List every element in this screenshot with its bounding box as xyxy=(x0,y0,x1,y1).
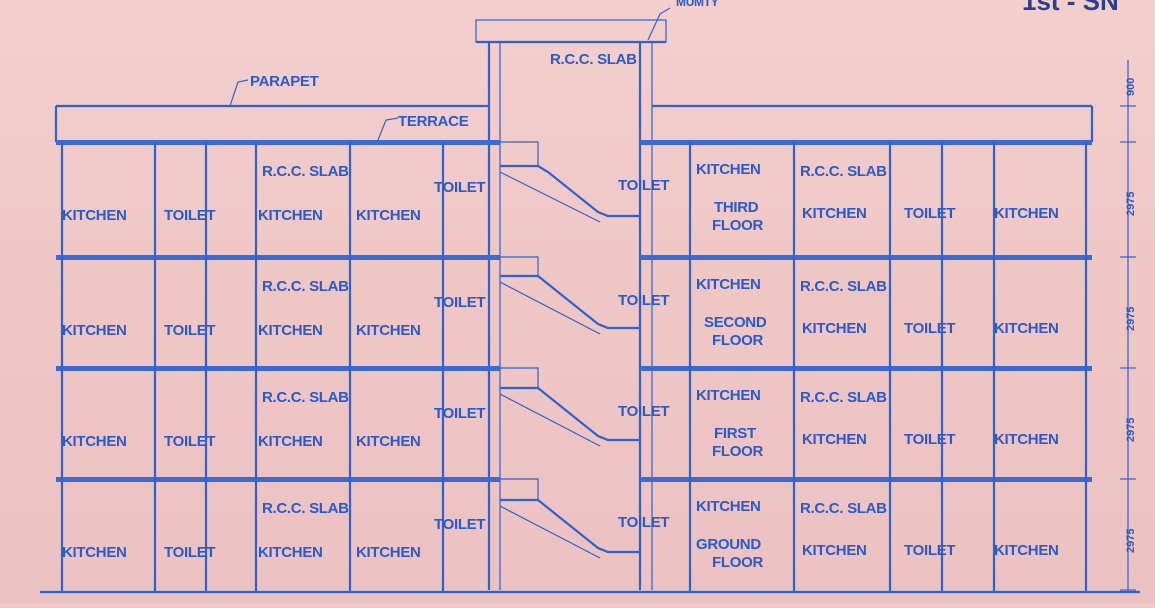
slab-label-right: R.C.C. SLAB xyxy=(800,389,887,406)
room-label-left: KITCHEN xyxy=(356,433,421,450)
floor-name-line1: GROUND xyxy=(696,536,761,553)
room-label-right: KITCHEN xyxy=(994,205,1059,222)
drawing-title-partial: 1st - SN xyxy=(1022,0,1119,16)
floor-name-line2: FLOOR xyxy=(712,554,763,571)
room-label-right: KITCHEN xyxy=(802,542,867,559)
floor-name-line2: FLOOR xyxy=(712,443,763,460)
stair-toilet-label-left: TOILET xyxy=(434,516,485,533)
floor-slab-left-1 xyxy=(56,477,500,482)
room-label-left: KITCHEN xyxy=(62,544,127,561)
room-label-right: KITCHEN xyxy=(994,320,1059,337)
terrace-slab-left xyxy=(56,140,500,145)
slab-label-right: R.C.C. SLAB xyxy=(800,278,887,295)
floor-slab-left-3 xyxy=(56,255,500,260)
room-label-right: KITCHEN xyxy=(802,205,867,222)
room-label-left: KITCHEN xyxy=(62,207,127,224)
floor-height-dimension: 2975 xyxy=(1125,418,1137,442)
mumty-label: MUMTY xyxy=(676,0,719,9)
top-slab-label: R.C.C. SLAB xyxy=(550,51,637,68)
stair-toilet-label-left: TOILET xyxy=(434,179,485,196)
room-label-left: TOILET xyxy=(164,433,215,450)
stair-toilet-label-left: TOILET xyxy=(434,405,485,422)
room-label-left: TOILET xyxy=(164,322,215,339)
room-label-left: KITCHEN xyxy=(356,544,421,561)
room-label-left: KITCHEN xyxy=(258,207,323,224)
stair-toilet-label-right: TOILET xyxy=(618,177,669,194)
stair-toilet-label-right: TOILET xyxy=(618,403,669,420)
floor-slab-left-2 xyxy=(56,366,500,371)
floor-name-line1: SECOND xyxy=(704,314,767,331)
kitchen-label-top-right: KITCHEN xyxy=(696,276,761,293)
floor-slab-right-2 xyxy=(640,366,1092,371)
room-label-left: KITCHEN xyxy=(356,207,421,224)
terrace-slab-right xyxy=(640,140,1092,145)
floor-slab-right-1 xyxy=(640,477,1092,482)
room-label-right: TOILET xyxy=(904,205,955,222)
room-label-right: TOILET xyxy=(904,320,955,337)
stair-toilet-label-right: TOILET xyxy=(618,292,669,309)
room-label-left: KITCHEN xyxy=(258,544,323,561)
floor-name-line2: FLOOR xyxy=(712,217,763,234)
slab-label-right: R.C.C. SLAB xyxy=(800,500,887,517)
room-label-right: TOILET xyxy=(904,542,955,559)
room-label-left: KITCHEN xyxy=(62,433,127,450)
terrace-label: TERRACE xyxy=(398,113,469,130)
room-label-left: TOILET xyxy=(164,207,215,224)
room-label-left: KITCHEN xyxy=(62,322,127,339)
mumty-leader xyxy=(647,7,671,41)
staircase-0 xyxy=(499,478,640,559)
room-label-right: KITCHEN xyxy=(802,320,867,337)
staircase-2 xyxy=(499,256,640,335)
kitchen-label-top-right: KITCHEN xyxy=(696,387,761,404)
mumty-slab xyxy=(475,19,667,43)
stair-toilet-label-left: TOILET xyxy=(434,294,485,311)
floor-height-dimension: 2975 xyxy=(1125,192,1137,216)
room-label-right: KITCHEN xyxy=(994,431,1059,448)
slab-label-right: R.C.C. SLAB xyxy=(800,163,887,180)
staircase-1 xyxy=(499,367,640,447)
floor-height-dimension: 2975 xyxy=(1125,529,1137,553)
floor-name-line1: FIRST xyxy=(714,425,756,442)
room-label-left: TOILET xyxy=(164,544,215,561)
floor-height-dimension: 2975 xyxy=(1125,307,1137,331)
room-label-right: KITCHEN xyxy=(994,542,1059,559)
staircase-3 xyxy=(499,141,640,223)
room-label-left: KITCHEN xyxy=(258,322,323,339)
kitchen-label-top-right: KITCHEN xyxy=(696,498,761,515)
slab-label-left: R.C.C. SLAB xyxy=(262,389,349,406)
slab-label-left: R.C.C. SLAB xyxy=(262,500,349,517)
floor-name-line2: FLOOR xyxy=(712,332,763,349)
parapet-leader xyxy=(229,79,249,107)
room-label-left: KITCHEN xyxy=(258,433,323,450)
terrace-leader xyxy=(377,117,399,141)
room-label-left: KITCHEN xyxy=(356,322,421,339)
slab-label-left: R.C.C. SLAB xyxy=(262,163,349,180)
stair-toilet-label-right: TOILET xyxy=(618,514,669,531)
floor-labels: R.C.C. SLAB R.C.C. SLAB KITCHEN TOILET TOILE… xyxy=(62,161,1137,571)
parapet-dimension: 900 xyxy=(1125,78,1137,96)
structure-lines xyxy=(40,7,1140,594)
slab-label-left: R.C.C. SLAB xyxy=(262,278,349,295)
kitchen-label-top-right: KITCHEN xyxy=(696,161,761,178)
parapet-label: PARAPET xyxy=(250,73,319,90)
floor-slab-right-3 xyxy=(640,255,1092,260)
floor-name-line1: THIRD xyxy=(714,199,759,216)
room-label-right: KITCHEN xyxy=(802,431,867,448)
room-label-right: TOILET xyxy=(904,431,955,448)
top-labels: MUMTY 1st - SN R.C.C. SLAB PARAPET TERRA… xyxy=(250,0,1137,130)
